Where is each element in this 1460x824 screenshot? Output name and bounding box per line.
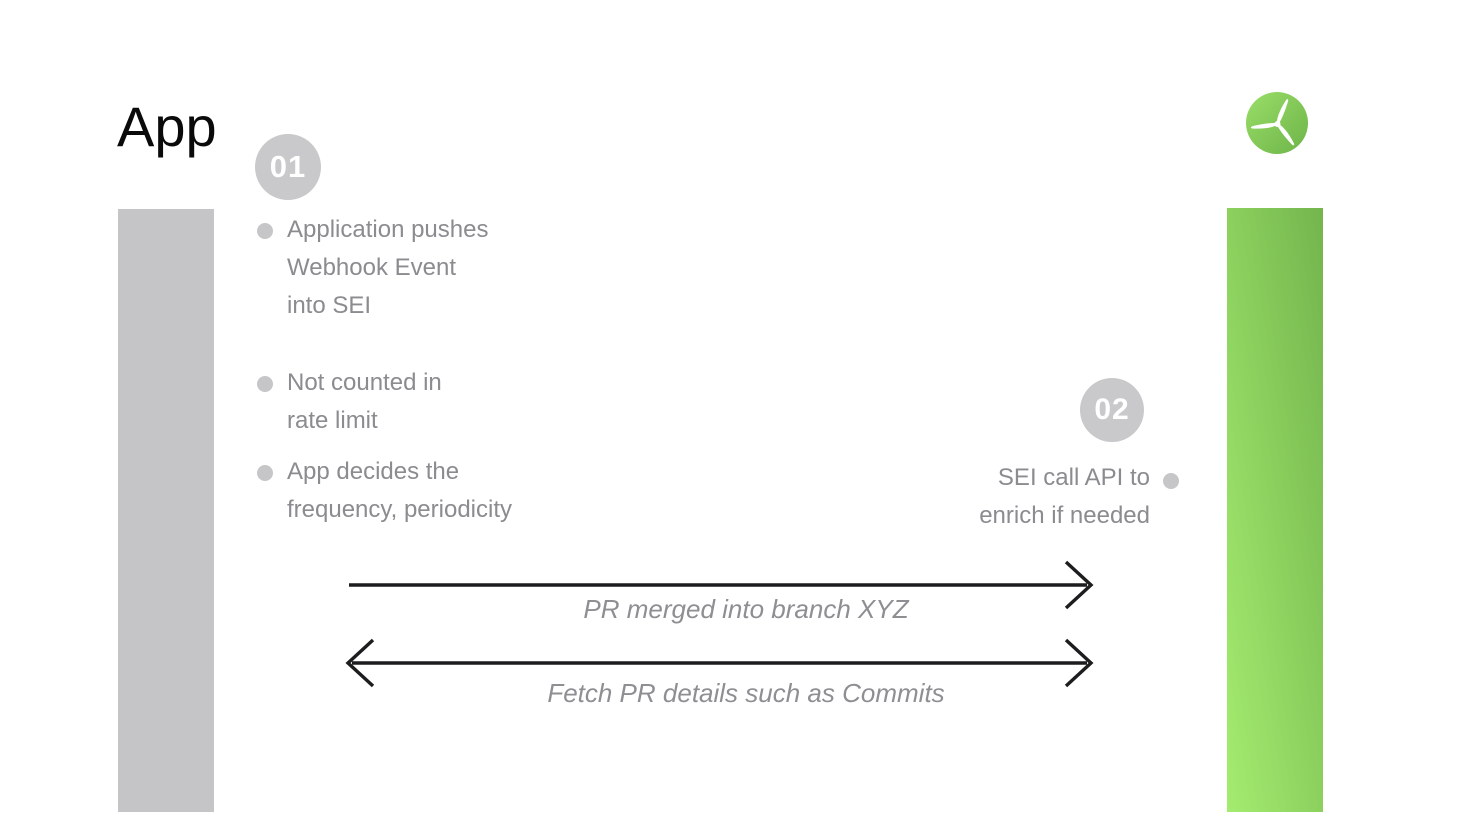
note-frequency: App decides the frequency, periodicity	[257, 453, 512, 529]
step-badge-02: 02	[1080, 378, 1144, 442]
note-rate-limit: Not counted in rate limit	[257, 364, 442, 440]
sei-lane-bar	[1227, 208, 1323, 812]
note-line: enrich if needed	[979, 502, 1150, 529]
note-line: App decides the	[287, 458, 460, 485]
bullet-dot-icon	[257, 465, 273, 481]
note-webhook-push: Application pushes Webhook Event into SE…	[257, 211, 488, 325]
note-line: Not counted in	[287, 369, 442, 396]
arrow-label-fetch-details: Fetch PR details such as Commits	[547, 678, 945, 708]
note-line: SEI call API to	[997, 464, 1150, 491]
page-title: App	[117, 95, 217, 158]
note-line: into SEI	[287, 292, 372, 319]
note-line: frequency, periodicity	[287, 496, 512, 523]
arrow-label-pr-merged: PR merged into branch XYZ	[583, 594, 909, 624]
note-line: rate limit	[287, 407, 378, 434]
bullet-dot-icon	[257, 376, 273, 392]
note-line: Webhook Event	[287, 254, 456, 281]
bullet-dot-icon	[1163, 473, 1179, 489]
step-badge-01: 01	[255, 134, 321, 200]
bullet-dot-icon	[257, 223, 273, 239]
note-sei-enrich: SEI call API to enrich if needed	[979, 459, 1150, 535]
app-lane-bar	[118, 209, 214, 812]
note-line: Application pushes	[287, 216, 489, 243]
wind-turbine-icon	[1246, 92, 1308, 154]
